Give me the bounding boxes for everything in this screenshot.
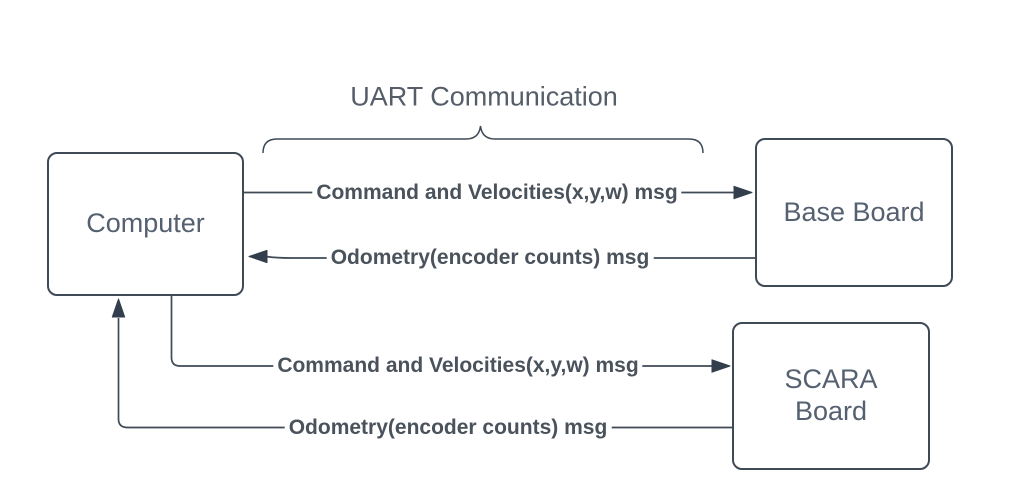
edge-base-to-computer-arrowhead bbox=[248, 249, 268, 264]
edge-computer-to-scara-arrowhead bbox=[711, 359, 731, 373]
node-base-board: Base Board bbox=[755, 138, 953, 287]
edge-label-odometry-from-base: Odometry(encoder counts) msg bbox=[326, 246, 654, 270]
node-scara-board: SCARA Board bbox=[732, 322, 930, 470]
edge-label-odometry-from-scara: Odometry(encoder counts) msg bbox=[284, 416, 612, 440]
node-computer-label: Computer bbox=[86, 208, 205, 239]
diagram-title: UART Communication bbox=[350, 81, 618, 112]
node-scara-board-label: SCARA Board bbox=[784, 364, 878, 426]
edge-label-command-to-scara: Command and Velocities(x,y,w) msg bbox=[273, 354, 643, 378]
uart-brace bbox=[262, 125, 704, 154]
edge-computer-to-base-arrowhead bbox=[733, 185, 753, 200]
node-base-board-label: Base Board bbox=[783, 196, 925, 227]
edge-base-to-computer-line bbox=[266, 255, 755, 259]
edge-scara-to-computer-line bbox=[117, 318, 732, 429]
edge-computer-to-scara-line bbox=[170, 296, 714, 367]
edge-scara-to-computer-arrowhead bbox=[111, 298, 126, 318]
edge-label-command-to-base: Command and Velocities(x,y,w) msg bbox=[312, 181, 682, 205]
node-computer: Computer bbox=[47, 152, 244, 296]
